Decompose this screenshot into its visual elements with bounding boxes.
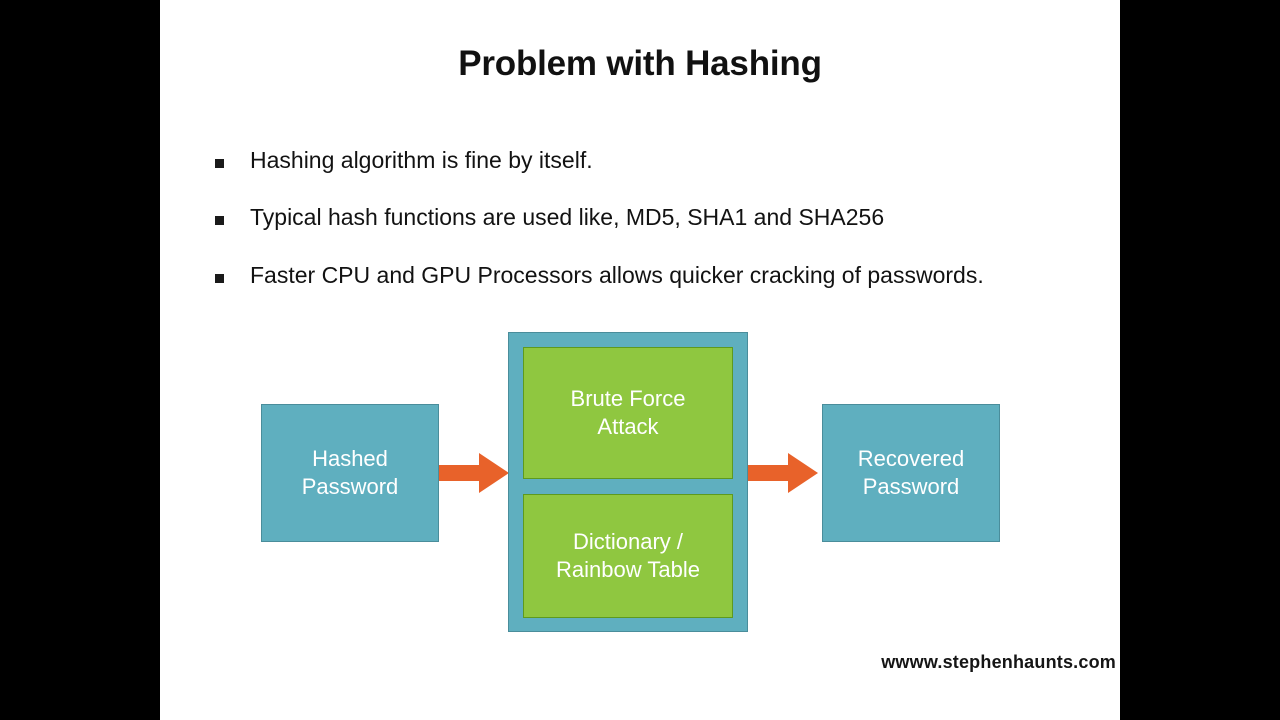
watermark-url: wwww.stephenhaunts.com — [881, 652, 1116, 672]
arrow-right-icon — [748, 453, 818, 493]
list-item: Typical hash functions are used like, MD… — [215, 204, 1095, 231]
diagram-node-hashed-password: Hashed Password — [261, 404, 439, 542]
list-item: Hashing algorithm is fine by itself. — [215, 147, 1095, 173]
node-line-1: Recovered — [857, 445, 965, 471]
flow-diagram: Hashed Password Brute Force Attack Dicti… — [160, 0, 1120, 720]
presentation-slide: Problem with Hashing Hashing algorithm i… — [160, 0, 1120, 720]
page-title: Problem with Hashing — [458, 44, 822, 83]
node-line-2: Attack — [597, 414, 659, 439]
bullet-list: Hashing algorithm is fine by itself. Typ… — [215, 147, 1095, 320]
letterbox-right — [1120, 0, 1280, 720]
diagram-node-brute-force-attack: Brute Force Attack — [523, 347, 733, 479]
node-line-1: Dictionary / — [572, 528, 684, 554]
square-bullet-icon — [215, 159, 224, 168]
square-bullet-icon — [215, 273, 224, 283]
diagram-node-dictionary-rainbow-table: Dictionary / Rainbow Table — [523, 494, 733, 618]
node-line-2: Password — [862, 474, 960, 499]
node-line-1: Brute Force — [570, 385, 686, 411]
arrow-right-icon — [439, 453, 509, 493]
letterbox-left — [0, 0, 160, 720]
node-line-2: Password — [301, 474, 399, 499]
node-line-2: Rainbow Table — [556, 557, 700, 582]
diagram-node-attack-methods: Brute Force Attack Dictionary / Rainbow … — [508, 332, 748, 632]
list-item-label: Typical hash functions are used like, MD… — [250, 204, 885, 231]
square-bullet-icon — [215, 216, 224, 226]
diagram-node-recovered-password: Recovered Password — [822, 404, 1000, 542]
list-item-label: Hashing algorithm is fine by itself. — [250, 147, 593, 173]
list-item: Faster CPU and GPU Processors allows qui… — [215, 261, 1095, 288]
list-item-label: Faster CPU and GPU Processors allows qui… — [250, 261, 984, 288]
node-line-1: Hashed — [312, 445, 388, 471]
